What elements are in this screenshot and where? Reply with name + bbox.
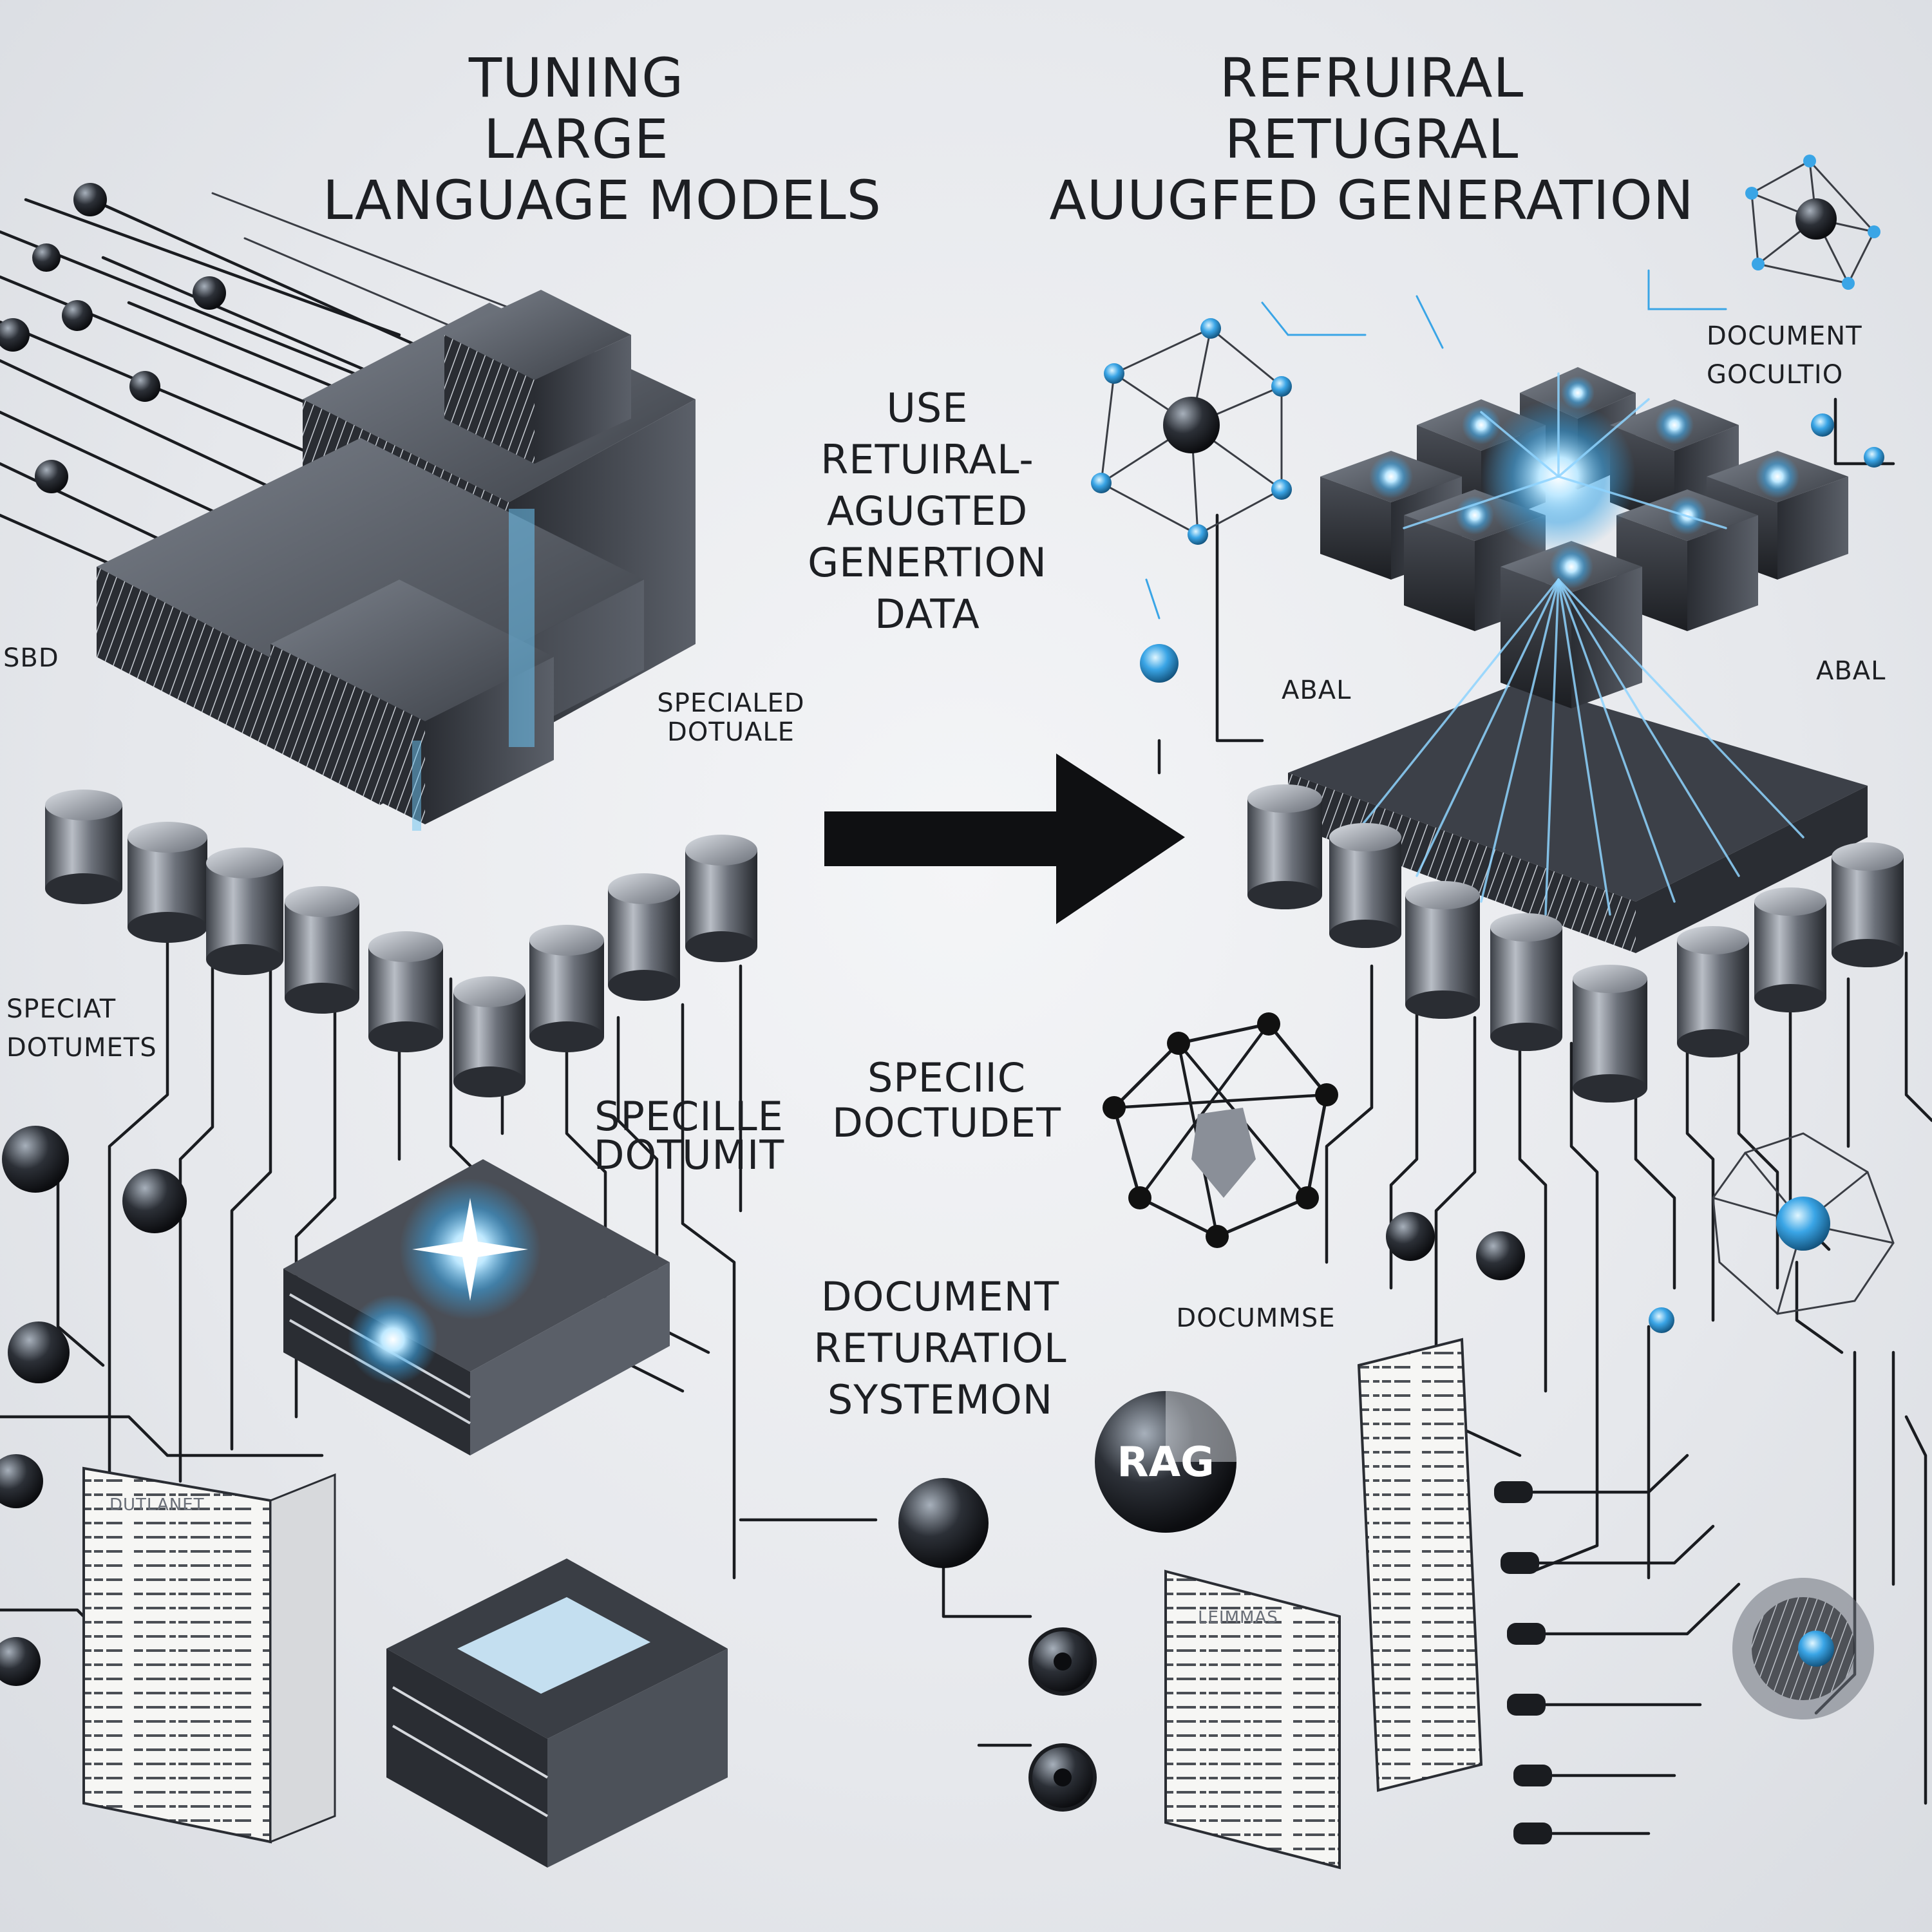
specialed-label-1: SPECIALED	[657, 688, 804, 718]
document-system-label-1: DOCUMENT	[821, 1273, 1059, 1320]
left-hub-network-node	[1091, 318, 1884, 683]
center-caption-line-1: USE	[887, 384, 969, 431]
specille-label-1: SPECILLE	[594, 1093, 784, 1140]
document-system-label-2: RETURATIOL	[813, 1325, 1066, 1372]
transition-arrow	[824, 753, 1185, 924]
right-title-line-3: AUUGFED GENERATION	[1049, 169, 1694, 232]
document-sheet: DUTLANET	[82, 1466, 336, 1844]
document-goculution-label-1: DOCUMENT	[1707, 321, 1862, 351]
center-caption-line-4: GENERTION	[808, 539, 1047, 586]
right-data-cylinders	[1247, 784, 1904, 1103]
specifiat-label-1: SPECIAT	[6, 994, 116, 1024]
right-sheet-label: LEIMMAS	[1198, 1608, 1278, 1627]
right-title-line-1: REFRUIRAL	[1220, 46, 1524, 109]
specille-label-2: DOTUMIT	[594, 1132, 785, 1179]
right-title: REFRUIRAL RETUGRAL AUUGFED GENERATION	[1049, 46, 1694, 232]
specific-label-1: SPECIIC	[867, 1054, 1026, 1101]
document-goculution-label-2: GOCULTIO	[1707, 360, 1843, 390]
abal-small-label: ABAL	[1282, 676, 1351, 705]
left-title-line-1: TUNING	[468, 46, 684, 109]
model-block-stack	[97, 290, 696, 831]
center-labels: SPECIIC DOCTUDET DOCUMENT RETURATIOL SYS…	[813, 1054, 1335, 1423]
left-side-labels: SPECIALED DOTUALE SPECIAT DOTUMETS SPECI…	[3, 643, 804, 1179]
sbd-label: SBD	[3, 643, 59, 673]
center-network-node	[1103, 1012, 1338, 1248]
lower-document-stack	[386, 1558, 728, 1868]
left-title-line-2: LARGE	[484, 108, 669, 171]
left-node-orbs	[0, 183, 226, 1686]
center-caption-line-5: DATA	[875, 591, 980, 638]
center-caption: USE RETUIRAL- AGUGTED GENERTION DATA	[808, 384, 1047, 638]
left-title: TUNING LARGE LANGUAGE MODELS	[323, 46, 882, 232]
right-document-sheets: LEIMMAS	[1164, 1338, 1741, 1870]
docubase-label: DOCUMMSE	[1176, 1303, 1335, 1333]
left-signal-wires	[0, 191, 878, 1766]
retrieval-cube-cluster	[1288, 367, 1868, 953]
specifiat-label-2: DOTUMETS	[6, 1033, 157, 1063]
rag-badge: RAG	[1095, 1391, 1236, 1533]
glow-rays	[1351, 372, 1804, 916]
top-right-network-node	[1745, 155, 1880, 290]
document-sheet-label: DUTLANET	[109, 1495, 205, 1515]
left-title-line-3: LANGUAGE MODELS	[323, 169, 882, 232]
glowing-document-stack	[283, 1159, 670, 1455]
center-caption-line-3: AGUGTED	[827, 488, 1028, 535]
specific-label-2: DOCTUDET	[832, 1099, 1061, 1146]
specialed-label-2: DOTUALE	[667, 717, 795, 747]
left-data-cylinders	[45, 790, 757, 1097]
center-caption-line-2: RETUIRAL-	[820, 436, 1034, 483]
right-side-labels: DOCUMENT GOCULTIO ABAL ABAL	[1282, 321, 1886, 705]
document-system-label-3: SYSTEMON	[828, 1376, 1053, 1423]
rag-badge-text: RAG	[1117, 1439, 1214, 1486]
right-title-line-2: RETUGRAL	[1225, 108, 1519, 171]
abal-label: ABAL	[1816, 656, 1886, 686]
center-lower-orbs	[898, 1478, 1097, 1812]
right-lower-orbs	[1386, 1132, 1895, 1719]
